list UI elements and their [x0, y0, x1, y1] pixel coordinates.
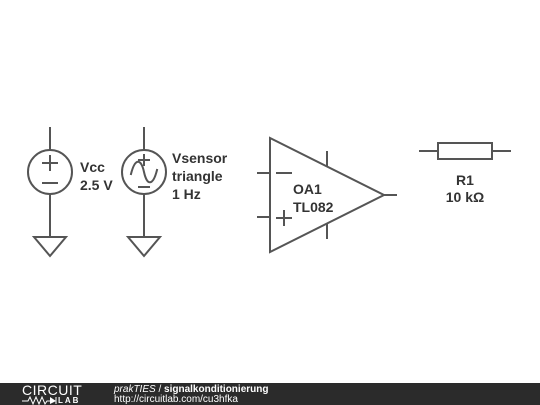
resistor-value-label: 10 kΩ [446, 189, 484, 205]
vsensor-waveform-label: triangle [172, 168, 223, 184]
vcc-ground-icon [31, 236, 69, 258]
vcc-name-label: Vcc [80, 159, 105, 175]
opamp-model-label: TL082 [293, 199, 334, 215]
schematic-canvas: Vcc 2.5 V Vsensor triangle 1 Hz [27, 127, 511, 258]
resistor-body-symbol [437, 142, 493, 160]
project-separator: / [155, 384, 165, 395]
footer-bar: CIRCUIT LAB prakTIES / signalkonditionie… [0, 383, 540, 405]
logo-subtext: LAB [58, 396, 81, 405]
resistor-name-label: R1 [456, 172, 474, 188]
vcc-value-label: 2.5 V [80, 177, 113, 193]
vsensor-frequency-label: 1 Hz [172, 186, 201, 202]
vsensor-source[interactable] [121, 127, 167, 258]
project-user[interactable]: prakTIES [114, 384, 156, 395]
project-title: prakTIES / signalkonditionierung [114, 384, 268, 395]
project-name[interactable]: signalkonditionierung [164, 384, 269, 395]
vsensor-name-label: Vsensor [172, 150, 228, 166]
circuitlab-logo[interactable]: CIRCUIT LAB [22, 383, 102, 405]
vsensor-ground-icon [125, 236, 163, 258]
sine-wave-icon [129, 160, 159, 184]
project-url-link[interactable]: http://circuitlab.com/cu3hfka [114, 394, 238, 405]
resistor-squiggle-icon [22, 396, 57, 405]
vcc-source[interactable] [27, 127, 73, 258]
opamp-name-label: OA1 [293, 181, 322, 197]
opamp-oa1[interactable] [257, 136, 397, 254]
logo-wordmark: CIRCUIT [22, 382, 83, 398]
resistor-r1[interactable] [419, 142, 511, 160]
